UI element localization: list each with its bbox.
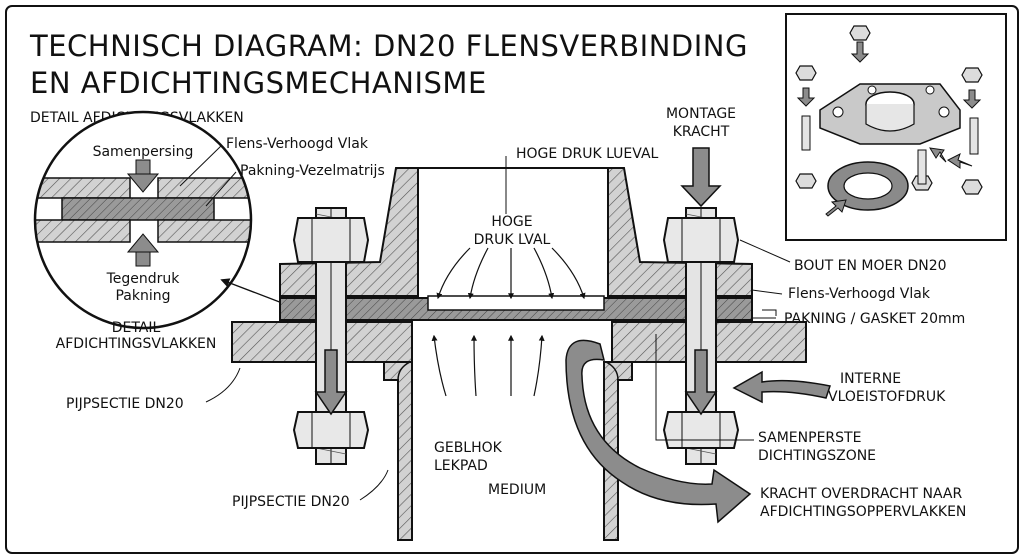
nut-bottom-left	[292, 411, 370, 449]
exploded-nut-icon	[849, 25, 871, 41]
bolt-force-arrow-left-icon	[314, 349, 348, 416]
nut-bottom-right	[662, 411, 740, 449]
label-force-transfer-1: KRACHT OVERDRACHT NAAR	[760, 486, 962, 502]
label-high-pressure-inner-2: DRUK LVAL	[474, 232, 551, 248]
label-bolt-nut: BOUT EN MOER DN20	[794, 258, 947, 274]
title-line-2: EN AFDICHTINGSMECHANISME	[30, 66, 487, 100]
label-medium: MEDIUM	[488, 482, 546, 498]
label-internal-pressure-2: VLOEISTOFDRUK	[828, 389, 946, 405]
nut-top-right	[662, 217, 740, 263]
detail-ref-line-1: DETAIL	[112, 320, 161, 336]
label-compressed-zone-2: DICHTINGSZONE	[758, 448, 876, 464]
exploded-view-inset	[785, 13, 1007, 241]
label-force-transfer-2: AFDICHTINGSOPPERVLAKKEN	[760, 504, 966, 520]
label-high-pressure-top: HOGE DRUK LUEVAL	[516, 146, 659, 162]
internal-pressure-arrow-icon	[732, 370, 831, 404]
detail-raised-face-label: Flens-Verhoogd Vlak	[226, 136, 369, 152]
label-leak-path-1: GEBLHOK	[434, 440, 503, 456]
compression-arrow-icon	[126, 159, 160, 193]
detail-gasket-fiber-label: Pakning-Vezelmatrijs	[240, 163, 385, 179]
pressure-fan-up-icon	[431, 334, 545, 397]
title-line-1: TECHNISCH DIAGRAM: DN20 FLENSVERBINDING	[29, 29, 748, 63]
label-gasket: PAKNING / GASKET 20mm	[784, 311, 965, 327]
label-compressed-zone-1: SAMENPERSTE	[758, 430, 861, 446]
detail-counter-label-2: Pakning	[115, 288, 170, 304]
label-high-pressure-inner-1: HOGE	[491, 214, 532, 230]
exploded-flange	[819, 83, 961, 145]
label-pipe-section-left: PIJPSECTIE DN20	[66, 396, 184, 412]
nut-top-left	[292, 217, 370, 263]
counter-pressure-arrow-icon	[126, 233, 160, 267]
detail-gasket	[61, 197, 215, 221]
label-mount-force-1: MONTAGE	[666, 106, 736, 122]
flange-cross-section	[231, 147, 831, 541]
outer-frame	[5, 5, 1019, 554]
pressure-fan-down-icon	[436, 247, 586, 300]
bolt-left	[292, 207, 370, 465]
force-transfer-arrow-icon	[565, 339, 752, 524]
label-pipe-section-bottom: PIJPSECTIE DN20	[232, 494, 350, 510]
mounting-force-arrow-icon	[680, 147, 722, 208]
label-leak-path-2: LEKPAD	[434, 458, 488, 474]
detail-circle: DETAIL AFDICHTINGSVLAKKEN Samenpersing T…	[30, 110, 385, 330]
detail-compression-label: Samenpersing	[93, 144, 194, 160]
label-mount-force-2: KRACHT	[673, 124, 730, 140]
bolt-force-arrow-right-icon	[684, 349, 718, 416]
detail-ref-line-2: AFDICHTINGSVLAKKEN	[56, 336, 217, 352]
label-internal-pressure-1: INTERNE	[840, 371, 901, 387]
bolt-right	[662, 207, 740, 465]
label-raised-face: Flens-Verhoogd Vlak	[788, 286, 931, 302]
detail-counter-label-1: Tegendruk	[106, 271, 181, 287]
